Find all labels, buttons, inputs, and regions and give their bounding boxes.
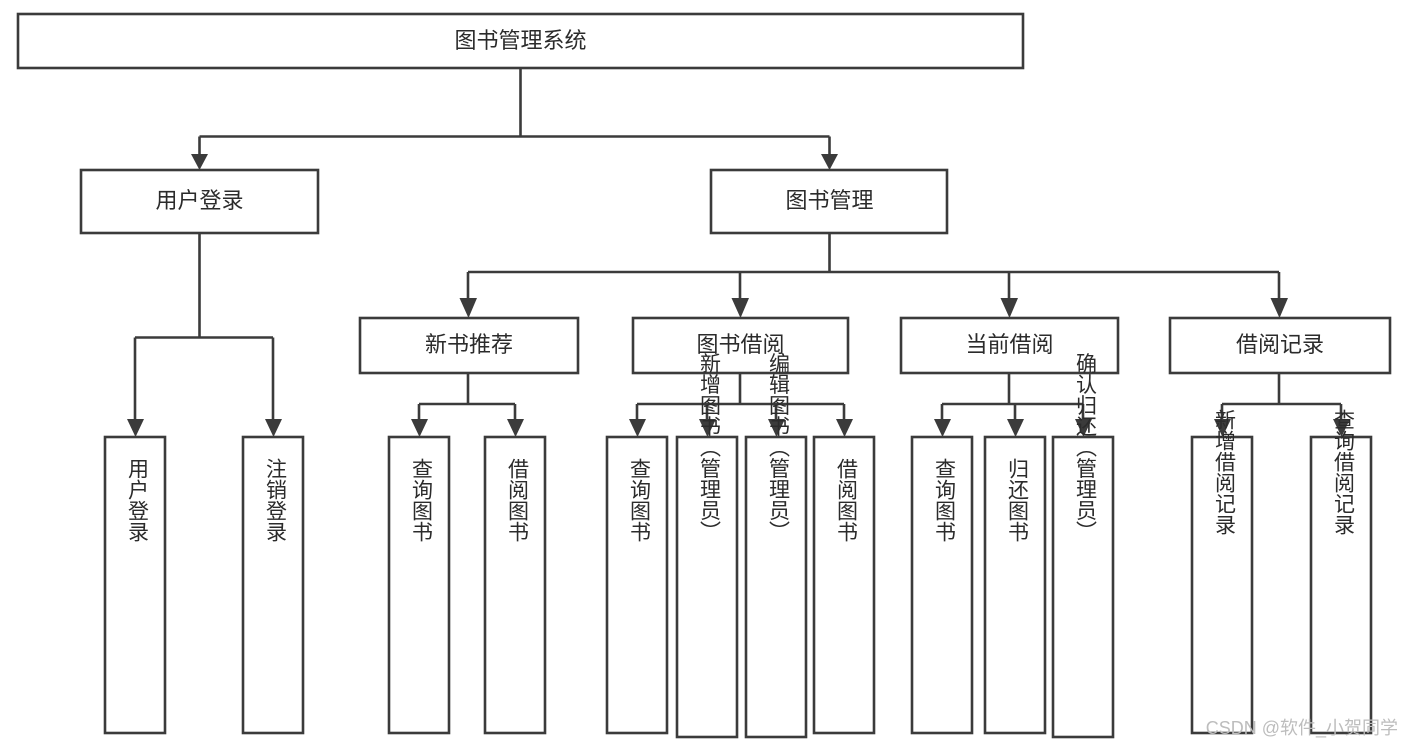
leaf-add-book-admin-box[interactable] [675, 435, 739, 739]
node-leaf-confirm-return-admin[interactable]: 确认归还（管理员） [1051, 353, 1115, 739]
leaf-query-book-recommend-box[interactable] [387, 435, 451, 735]
arrow-head-leaf-confirm-return-admin [1075, 419, 1092, 437]
leaf-user-login-label: 用户登录 [125, 458, 149, 542]
node-leaf-borrow-book-recommend[interactable]: 借阅图书 [483, 435, 547, 735]
borrow-record-box[interactable] [1168, 316, 1392, 375]
leaf-query-borrow-record-label: 查询借阅记录 [1331, 409, 1355, 535]
leaf-query-book-borrow-label: 查询图书 [627, 458, 651, 542]
node-borrow-record[interactable]: 借阅记录 [1168, 316, 1392, 375]
node-book-management[interactable]: 图书管理 [709, 168, 949, 235]
leaf-confirm-return-admin-box[interactable] [1051, 435, 1115, 739]
node-leaf-borrow-book[interactable]: 借阅图书 [812, 435, 876, 735]
node-leaf-user-login[interactable]: 用户登录 [103, 435, 167, 735]
book-management-label: 图书管理 [785, 188, 873, 213]
book-borrow-box[interactable] [631, 316, 850, 375]
arrow-head-leaf-return-book [1007, 419, 1024, 437]
leaf-user-login-box[interactable] [103, 435, 167, 735]
leaf-query-book-current-label: 查询图书 [932, 458, 956, 542]
leaf-confirm-return-admin-label: 确认归还（管理员） [1073, 353, 1097, 542]
node-root[interactable]: 图书管理系统 [16, 12, 1025, 70]
leaf-borrow-book-recommend-label: 借阅图书 [505, 458, 529, 542]
arrow-head-new-book-recommend [459, 298, 477, 318]
node-leaf-add-book-admin[interactable]: 新增图书（管理员） [675, 353, 739, 739]
leaf-logout-login-box[interactable] [241, 435, 305, 735]
leaf-return-book-label: 归还图书 [1005, 458, 1029, 542]
arrow-head-leaf-user-login [127, 419, 144, 437]
node-leaf-return-book[interactable]: 归还图书 [983, 435, 1047, 735]
node-current-borrow[interactable]: 当前借阅 [899, 316, 1120, 375]
node-leaf-query-borrow-record[interactable]: 查询借阅记录 [1309, 409, 1373, 735]
node-leaf-edit-book-admin[interactable]: 编辑图书（管理员） [744, 353, 808, 739]
user-login-label: 用户登录 [155, 188, 243, 213]
leaf-query-book-recommend-label: 查询图书 [409, 458, 433, 542]
arrow-head-leaf-query-book-recommend [411, 419, 428, 437]
node-book-borrow[interactable]: 图书借阅 [631, 316, 850, 375]
arrow-head-current-borrow [1000, 298, 1018, 318]
leaf-query-book-borrow-box[interactable] [605, 435, 669, 735]
arrow-head-leaf-borrow-book [836, 419, 853, 437]
leaf-query-book-current-box[interactable] [910, 435, 974, 735]
borrow-record-label: 借阅记录 [1236, 332, 1324, 357]
arrow-head-book-borrow [731, 298, 749, 318]
node-leaf-query-book-borrow[interactable]: 查询图书 [605, 435, 669, 735]
arrow-head-leaf-query-book-current [934, 419, 951, 437]
node-user-login[interactable]: 用户登录 [79, 168, 320, 235]
node-leaf-query-book-current[interactable]: 查询图书 [910, 435, 974, 735]
arrow-head-leaf-logout-login [265, 419, 282, 437]
arrow-head-book-management [821, 154, 838, 170]
leaf-borrow-book-recommend-box[interactable] [483, 435, 547, 735]
book-management-box[interactable] [709, 168, 949, 235]
leaf-query-borrow-record-box[interactable] [1309, 435, 1373, 735]
new-book-recommend-box[interactable] [358, 316, 580, 375]
arrow-head-user-login [191, 154, 208, 170]
leaf-return-book-box[interactable] [983, 435, 1047, 735]
leaf-edit-book-admin-label: 编辑图书（管理员） [766, 353, 790, 542]
leaf-add-borrow-record-label: 新增借阅记录 [1212, 409, 1236, 535]
root-box[interactable] [16, 12, 1025, 70]
node-new-book-recommend[interactable]: 新书推荐 [358, 316, 580, 375]
leaf-add-borrow-record-box[interactable] [1190, 435, 1254, 735]
leaf-logout-login-label: 注销登录 [263, 458, 287, 542]
book-borrow-label: 图书借阅 [696, 332, 784, 357]
arrow-head-leaf-edit-book-admin [768, 419, 785, 437]
root-label: 图书管理系统 [454, 28, 586, 53]
node-leaf-logout-login[interactable]: 注销登录 [241, 435, 305, 735]
arrow-head-leaf-add-book-admin [699, 419, 716, 437]
watermark-text: CSDN @软件_小贺同学 [1206, 718, 1398, 739]
current-borrow-label: 当前借阅 [965, 332, 1053, 357]
current-borrow-box[interactable] [899, 316, 1120, 375]
leaf-borrow-book-label: 借阅图书 [834, 458, 858, 542]
node-leaf-add-borrow-record[interactable]: 新增借阅记录 [1190, 409, 1254, 735]
arrow-head-leaf-add-borrow-record [1214, 419, 1231, 437]
user-login-box[interactable] [79, 168, 320, 235]
node-leaf-query-book-recommend[interactable]: 查询图书 [387, 435, 451, 735]
connector-layer [127, 68, 1350, 437]
leaf-borrow-book-box[interactable] [812, 435, 876, 735]
arrow-head-borrow-record [1270, 298, 1288, 318]
new-book-recommend-label: 新书推荐 [425, 332, 513, 357]
leaf-add-book-admin-label: 新增图书（管理员） [697, 353, 721, 542]
arrow-head-leaf-query-book-borrow [629, 419, 646, 437]
arrow-head-leaf-borrow-book-recommend [507, 419, 524, 437]
leaf-edit-book-admin-box[interactable] [744, 435, 808, 739]
arrow-head-leaf-query-borrow-record [1333, 419, 1350, 437]
